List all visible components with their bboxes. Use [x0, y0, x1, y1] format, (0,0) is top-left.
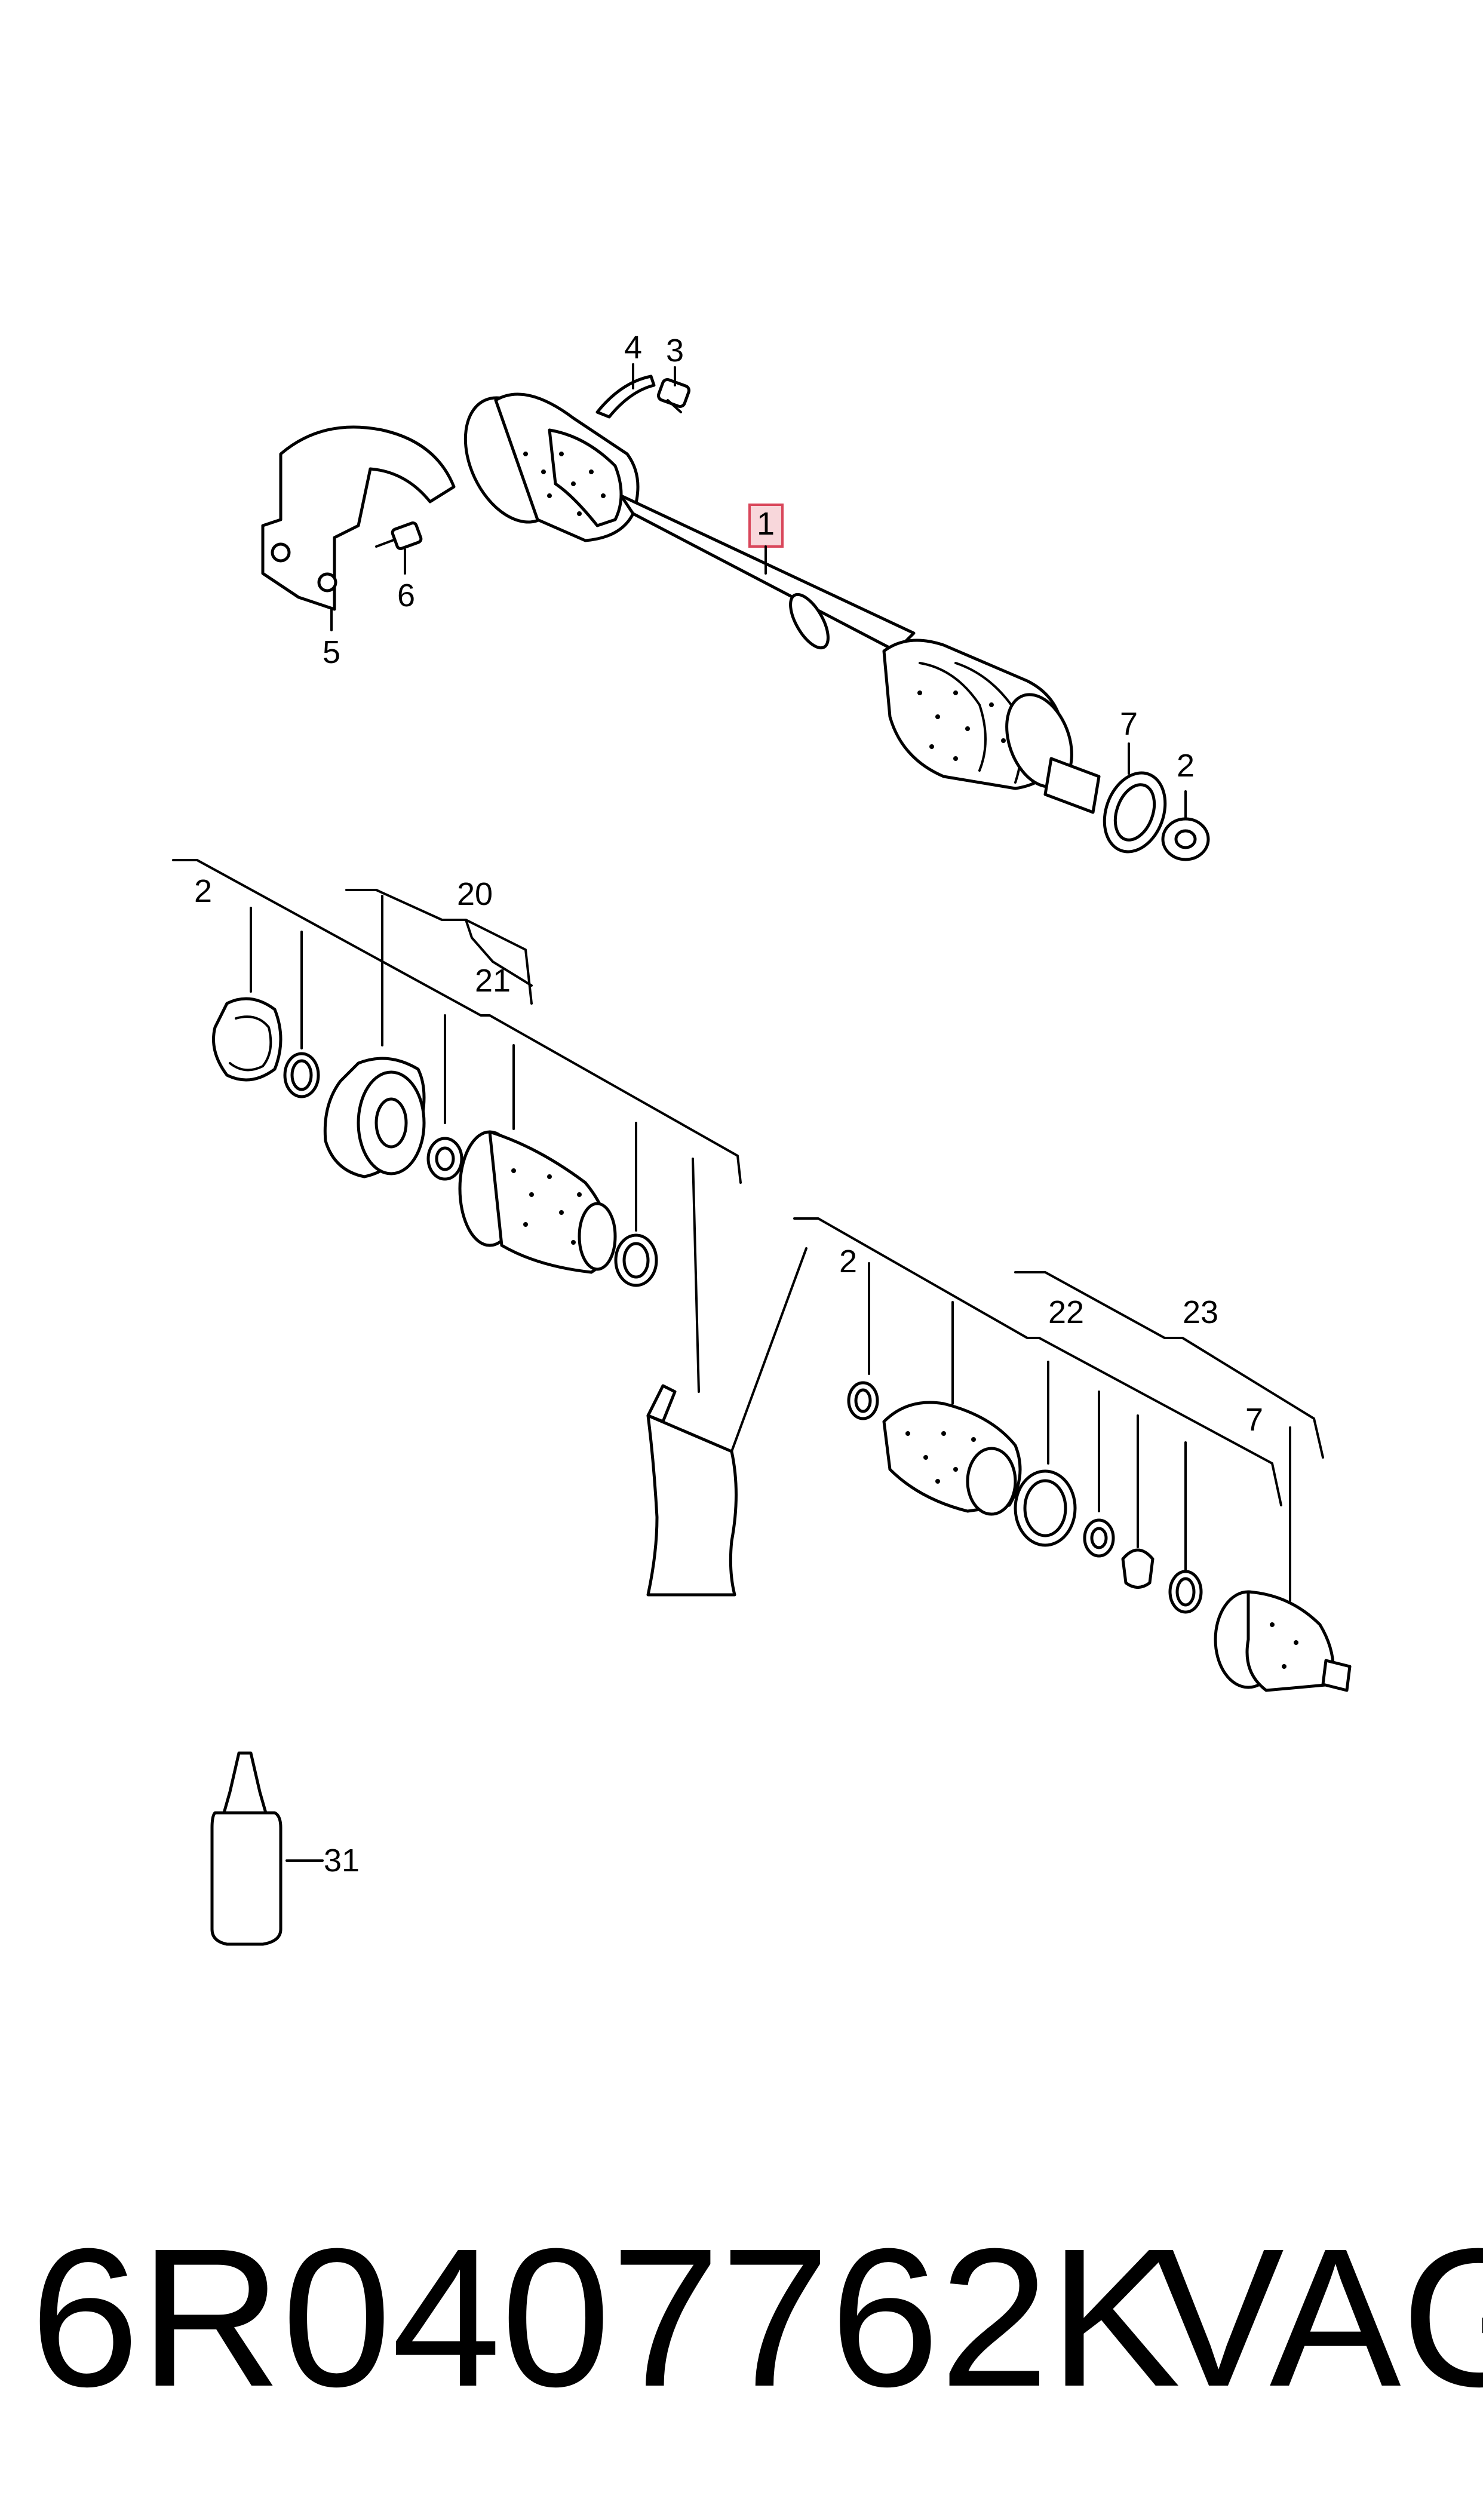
sealant-bottle	[210, 1751, 324, 1946]
bracket-group-2-right	[793, 1217, 1324, 1602]
leader-lines-top	[330, 363, 1187, 819]
circlip-right	[1168, 1570, 1203, 1614]
outer-boot-22	[882, 1401, 1022, 1516]
callout-4: 4	[624, 330, 642, 366]
outer-cv-joint	[882, 639, 1101, 814]
clamp-left	[614, 1233, 658, 1287]
inner-boot-21	[458, 1130, 617, 1274]
clamp-right-small	[847, 1381, 879, 1420]
brand-name: VAG	[1153, 2207, 1483, 2427]
clamp-right-large	[1014, 1469, 1077, 1547]
callout-2-top: 2	[1177, 748, 1195, 784]
callout-23: 23	[1183, 1294, 1218, 1330]
outer-joint-7	[1214, 1590, 1352, 1692]
grease-tube	[646, 1247, 807, 1597]
callout-3: 3	[666, 333, 684, 369]
circlip-left	[283, 1052, 320, 1098]
callout-2-left: 2	[194, 873, 212, 909]
callout-5: 5	[323, 634, 340, 670]
ring-7	[1103, 771, 1167, 854]
dish-spring-right	[1121, 1548, 1155, 1589]
callout-1: 1	[757, 506, 775, 542]
bracket-group-2-left	[172, 859, 742, 1393]
part-number: 6R0407762K	[30, 2207, 1181, 2427]
callout-7-top: 7	[1120, 706, 1138, 742]
washer-right	[1083, 1518, 1115, 1558]
boot-texture-dots	[523, 452, 1006, 761]
heat-shield-bracket	[261, 425, 456, 611]
callout-21: 21	[475, 963, 511, 999]
clamp-4	[595, 375, 656, 419]
callout-20: 20	[457, 876, 493, 912]
inner-joint-flange	[323, 1057, 426, 1178]
callout-22: 22	[1048, 1294, 1084, 1330]
bolt-3	[656, 377, 691, 413]
callout-31: 31	[324, 1843, 360, 1879]
inner-cv-joint	[463, 392, 640, 542]
footer: 6R0407762K VAG	[30, 2207, 1483, 2427]
small-washer-left	[426, 1137, 463, 1181]
callout-2-right: 2	[839, 1244, 857, 1279]
gasket-2-left	[212, 997, 283, 1082]
bolt-6	[375, 521, 423, 550]
nut-2	[1161, 817, 1210, 861]
callout-6: 6	[397, 578, 415, 613]
callout-7-right: 7	[1245, 1402, 1263, 1438]
